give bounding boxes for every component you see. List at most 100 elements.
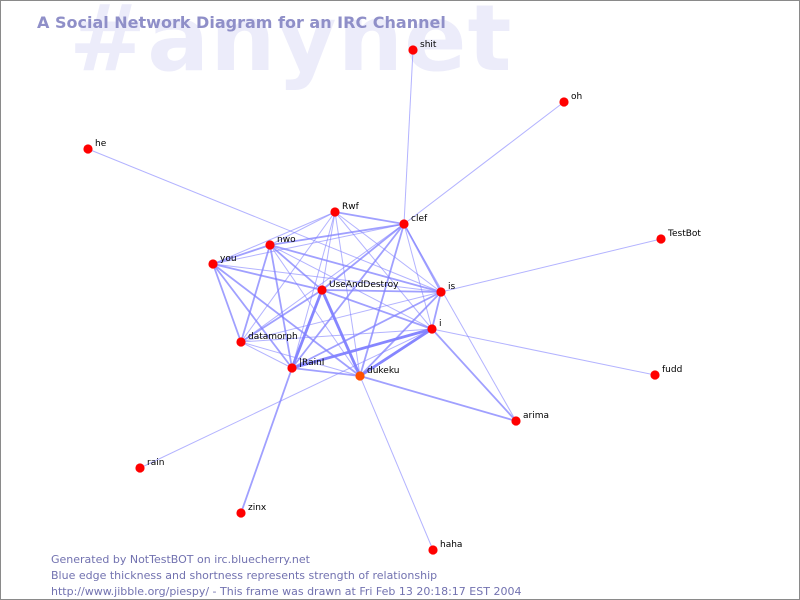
- edge-arima-dukeku: [359, 375, 517, 422]
- node-nwo[interactable]: nwo: [265, 235, 296, 250]
- edge-i-datamorph: [240, 328, 433, 343]
- node-label: is: [448, 282, 456, 292]
- edge-TestBot-is: [440, 238, 662, 293]
- edge-clef-IRainI: [291, 223, 405, 369]
- node-label: zinx: [248, 503, 267, 513]
- edge-Rwf-nwo: [269, 211, 336, 246]
- node-IRainI[interactable]: |RainI: [287, 358, 324, 373]
- node-dot: [208, 259, 218, 269]
- node-label: |RainI: [299, 358, 324, 368]
- edge-zinx-IRainI: [240, 367, 293, 514]
- edge-clef-you: [212, 223, 405, 265]
- node-label: fudd: [662, 365, 682, 375]
- node-dot: [428, 545, 438, 555]
- edge-UseAndDestroy-is: [321, 289, 442, 293]
- node-dot: [355, 371, 365, 381]
- node-label: clef: [411, 214, 428, 224]
- node-he[interactable]: he: [83, 139, 107, 154]
- node-dot: [427, 324, 437, 334]
- edge-you-IRainI: [212, 263, 293, 369]
- node-TestBot[interactable]: TestBot: [656, 229, 701, 244]
- node-label: rain: [147, 458, 164, 468]
- node-dot: [265, 240, 275, 250]
- edge-you-datamorph: [212, 263, 242, 343]
- edge-you-UseAndDestroy: [212, 263, 323, 291]
- node-dot: [436, 287, 446, 297]
- edge-is-dukeku: [359, 291, 442, 377]
- edge-Rwf-clef: [334, 211, 405, 225]
- edge-UseAndDestroy-IRainI: [290, 289, 324, 369]
- node-Rwf[interactable]: Rwf: [330, 202, 360, 217]
- node-dot: [650, 370, 660, 380]
- node-label: TestBot: [667, 229, 701, 239]
- node-dot: [83, 144, 93, 154]
- edge-nwo-IRainI: [269, 244, 293, 369]
- edge-UseAndDestroy-datamorph: [240, 289, 323, 343]
- edge-you-is: [212, 263, 442, 293]
- node-is[interactable]: is: [436, 282, 456, 297]
- node-rain[interactable]: rain: [135, 458, 164, 473]
- edges-layer: [87, 49, 662, 551]
- node-dot: [656, 234, 666, 244]
- diagram-title: A Social Network Diagram for an IRC Chan…: [37, 13, 446, 32]
- node-datamorph[interactable]: datamorph: [236, 332, 298, 347]
- node-you[interactable]: you: [208, 254, 237, 269]
- node-dot: [135, 463, 145, 473]
- edge-UseAndDestroy-dukeku: [320, 289, 362, 377]
- node-arima[interactable]: arima: [511, 411, 549, 426]
- node-label: i: [439, 319, 442, 329]
- node-dot: [511, 416, 521, 426]
- node-UseAndDestroy[interactable]: UseAndDestroy: [317, 280, 399, 295]
- node-dot: [408, 45, 418, 55]
- node-dot: [330, 207, 340, 217]
- edge-Rwf-UseAndDestroy: [321, 211, 336, 291]
- edge-nwo-datamorph: [240, 244, 271, 343]
- edge-nwo-you: [212, 244, 271, 265]
- node-i[interactable]: i: [427, 319, 442, 334]
- node-label: nwo: [277, 235, 296, 245]
- node-fudd[interactable]: fudd: [650, 365, 682, 380]
- node-label: shit: [420, 40, 437, 50]
- node-label: dukeku: [367, 366, 399, 376]
- node-dot: [236, 337, 246, 347]
- edge-clef-dukeku: [359, 223, 405, 377]
- node-haha[interactable]: haha: [428, 540, 462, 555]
- node-label: haha: [440, 540, 462, 550]
- edge-nwo-UseAndDestroy: [269, 244, 323, 291]
- edge-clef-datamorph: [240, 223, 405, 343]
- node-dot: [559, 97, 569, 107]
- edge-Rwf-dukeku: [334, 211, 361, 377]
- edge-clef-i: [403, 223, 433, 330]
- edge-arima-i: [431, 328, 517, 422]
- edge-haha-dukeku: [359, 375, 434, 551]
- node-label: you: [220, 254, 237, 264]
- node-zinx[interactable]: zinx: [236, 503, 267, 518]
- footer-generated-by: Generated by NotTestBOT on irc.bluecherr…: [51, 553, 310, 566]
- node-oh[interactable]: oh: [559, 92, 582, 107]
- footer-legend-note: Blue edge thickness and shortness repres…: [51, 569, 438, 582]
- edge-nwo-is: [269, 244, 442, 293]
- node-label: he: [95, 139, 107, 149]
- node-shit[interactable]: shit: [408, 40, 437, 55]
- edge-i-dukeku: [359, 327, 433, 378]
- node-dukeku[interactable]: dukeku: [355, 366, 399, 381]
- edge-fudd-i: [431, 328, 656, 376]
- node-label: oh: [571, 92, 582, 102]
- node-dot: [317, 285, 327, 295]
- node-clef[interactable]: clef: [399, 214, 428, 229]
- node-dot: [399, 219, 409, 229]
- footer-url-timestamp: http://www.jibble.org/piespy/ - This fra…: [51, 585, 522, 598]
- edge-clef-is: [403, 223, 442, 293]
- node-dot: [236, 508, 246, 518]
- node-label: datamorph: [248, 332, 298, 342]
- node-label: Rwf: [342, 202, 360, 212]
- edge-i-IRainI: [291, 327, 433, 370]
- edge-UseAndDestroy-i: [321, 289, 433, 330]
- node-label: UseAndDestroy: [329, 280, 399, 290]
- edge-dukeku-datamorph: [240, 341, 361, 377]
- edge-IRainI-dukeku: [291, 367, 361, 377]
- edge-shit-clef: [403, 49, 414, 225]
